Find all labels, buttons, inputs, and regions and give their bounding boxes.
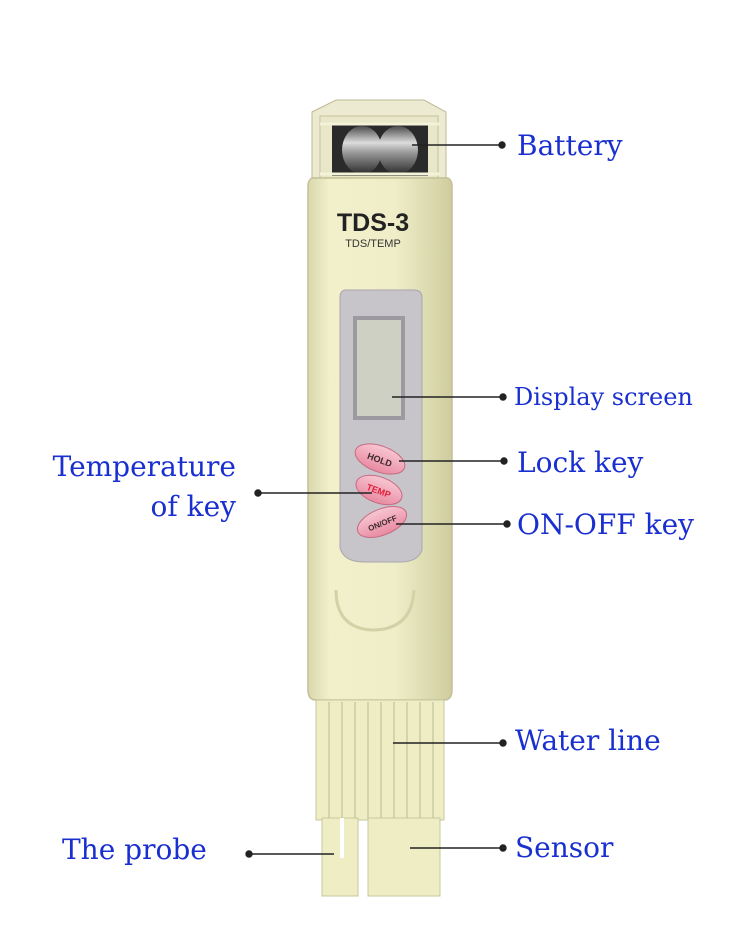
model-name: TDS-3	[337, 209, 409, 237]
water-line-label: Water line	[515, 724, 661, 757]
model-subtitle: TDS/TEMP	[345, 238, 401, 250]
water-line-section	[315, 699, 445, 821]
display-screen-label: Display screen	[514, 383, 693, 411]
on-off-button[interactable]: ON/OFF	[353, 500, 411, 544]
grip	[334, 589, 416, 632]
on-off-key-label: ON-OFF key	[517, 508, 694, 541]
probe-gap	[340, 818, 344, 858]
battery-cell	[378, 126, 418, 174]
lcd-screen	[357, 320, 401, 416]
temp-button[interactable]: TEMP	[352, 470, 406, 511]
battery-label: Battery	[517, 129, 623, 162]
battery-cell	[342, 126, 382, 174]
temperature-label-line2: of key	[150, 490, 236, 523]
sensor-label: Sensor	[515, 831, 614, 864]
temperature-label-line1: Temperature	[52, 450, 236, 483]
the-probe-label: The probe	[62, 833, 207, 866]
probe-right	[367, 817, 441, 897]
battery-compartment	[311, 99, 447, 183]
hold-button[interactable]: HOLD	[351, 438, 409, 480]
lock-key-label: Lock key	[517, 446, 644, 479]
